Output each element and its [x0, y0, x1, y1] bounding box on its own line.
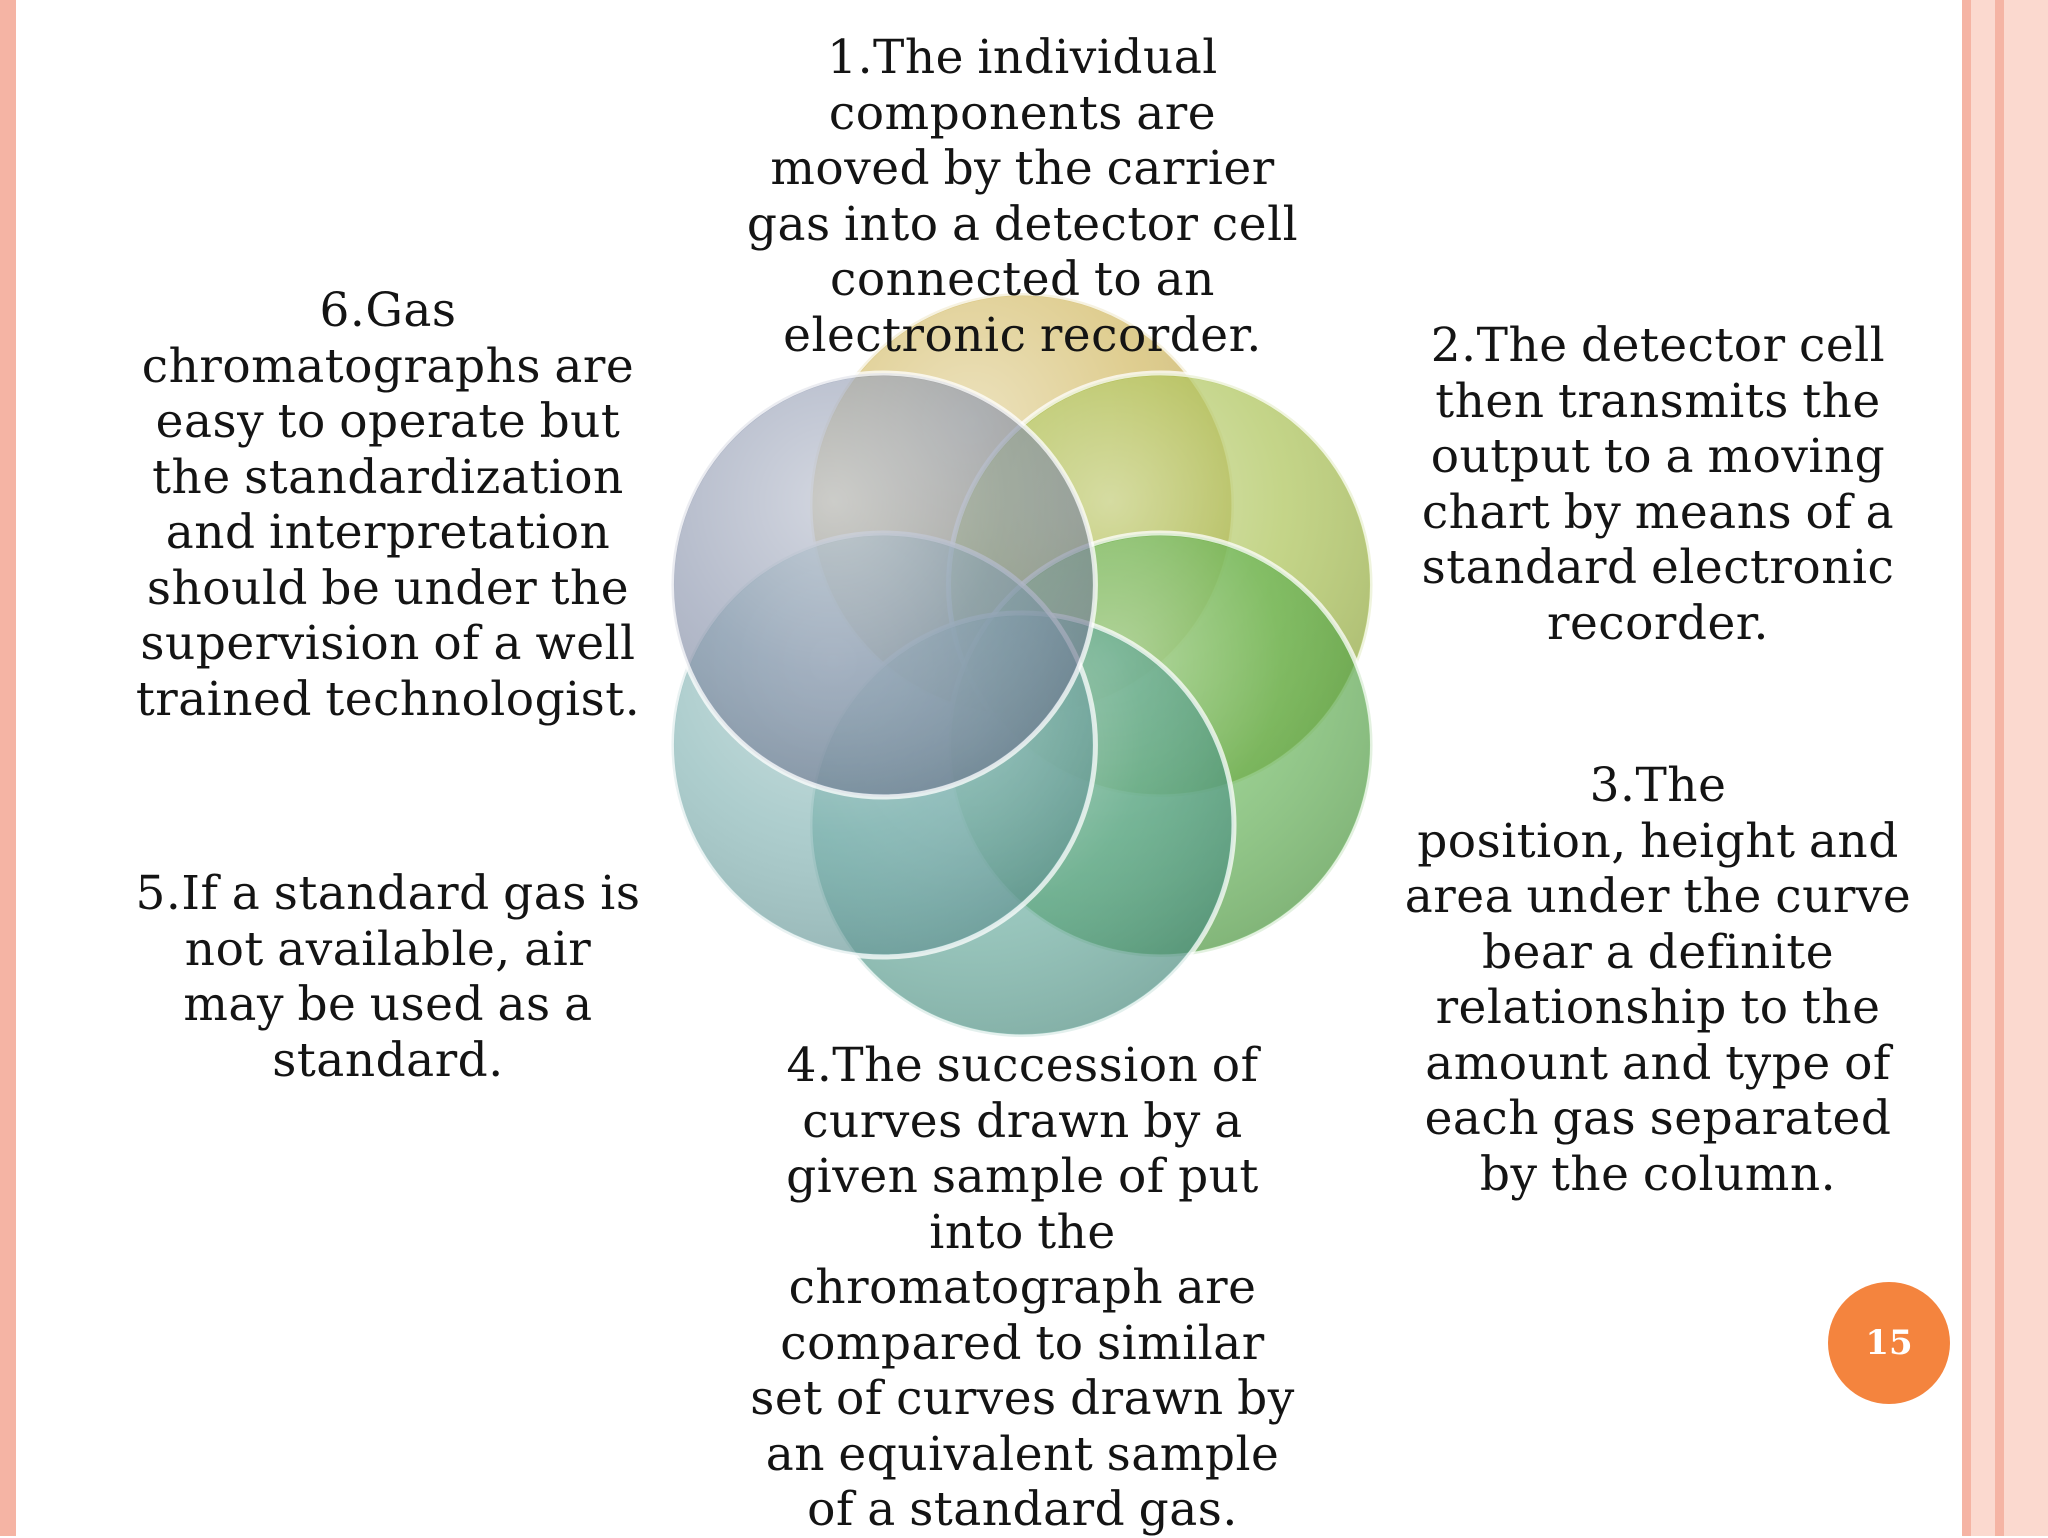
step-2-text: 2.The detector cell then transmits the o…: [1421, 318, 1895, 651]
step-6-text: 6.Gas chromatographs are easy to operate…: [135, 283, 641, 727]
step-4-text: 4.The succession of curves drawn by a gi…: [750, 1038, 1295, 1537]
slide-border-left: [0, 0, 16, 1536]
slide-border-right-band: [1962, 0, 2048, 1536]
step-3-text: 3.The position, height and area under th…: [1404, 758, 1912, 1202]
page-number-badge: 15: [1828, 1282, 1950, 1404]
step-5-text: 5.If a standard gas is not available, ai…: [135, 866, 641, 1088]
slide-border-right-line: [1962, 0, 1971, 1536]
slide-border-right-line-outer: [1995, 0, 2004, 1536]
circle-step-6: [668, 370, 1098, 800]
step-1-text: 1.The individual components are moved by…: [746, 30, 1299, 363]
